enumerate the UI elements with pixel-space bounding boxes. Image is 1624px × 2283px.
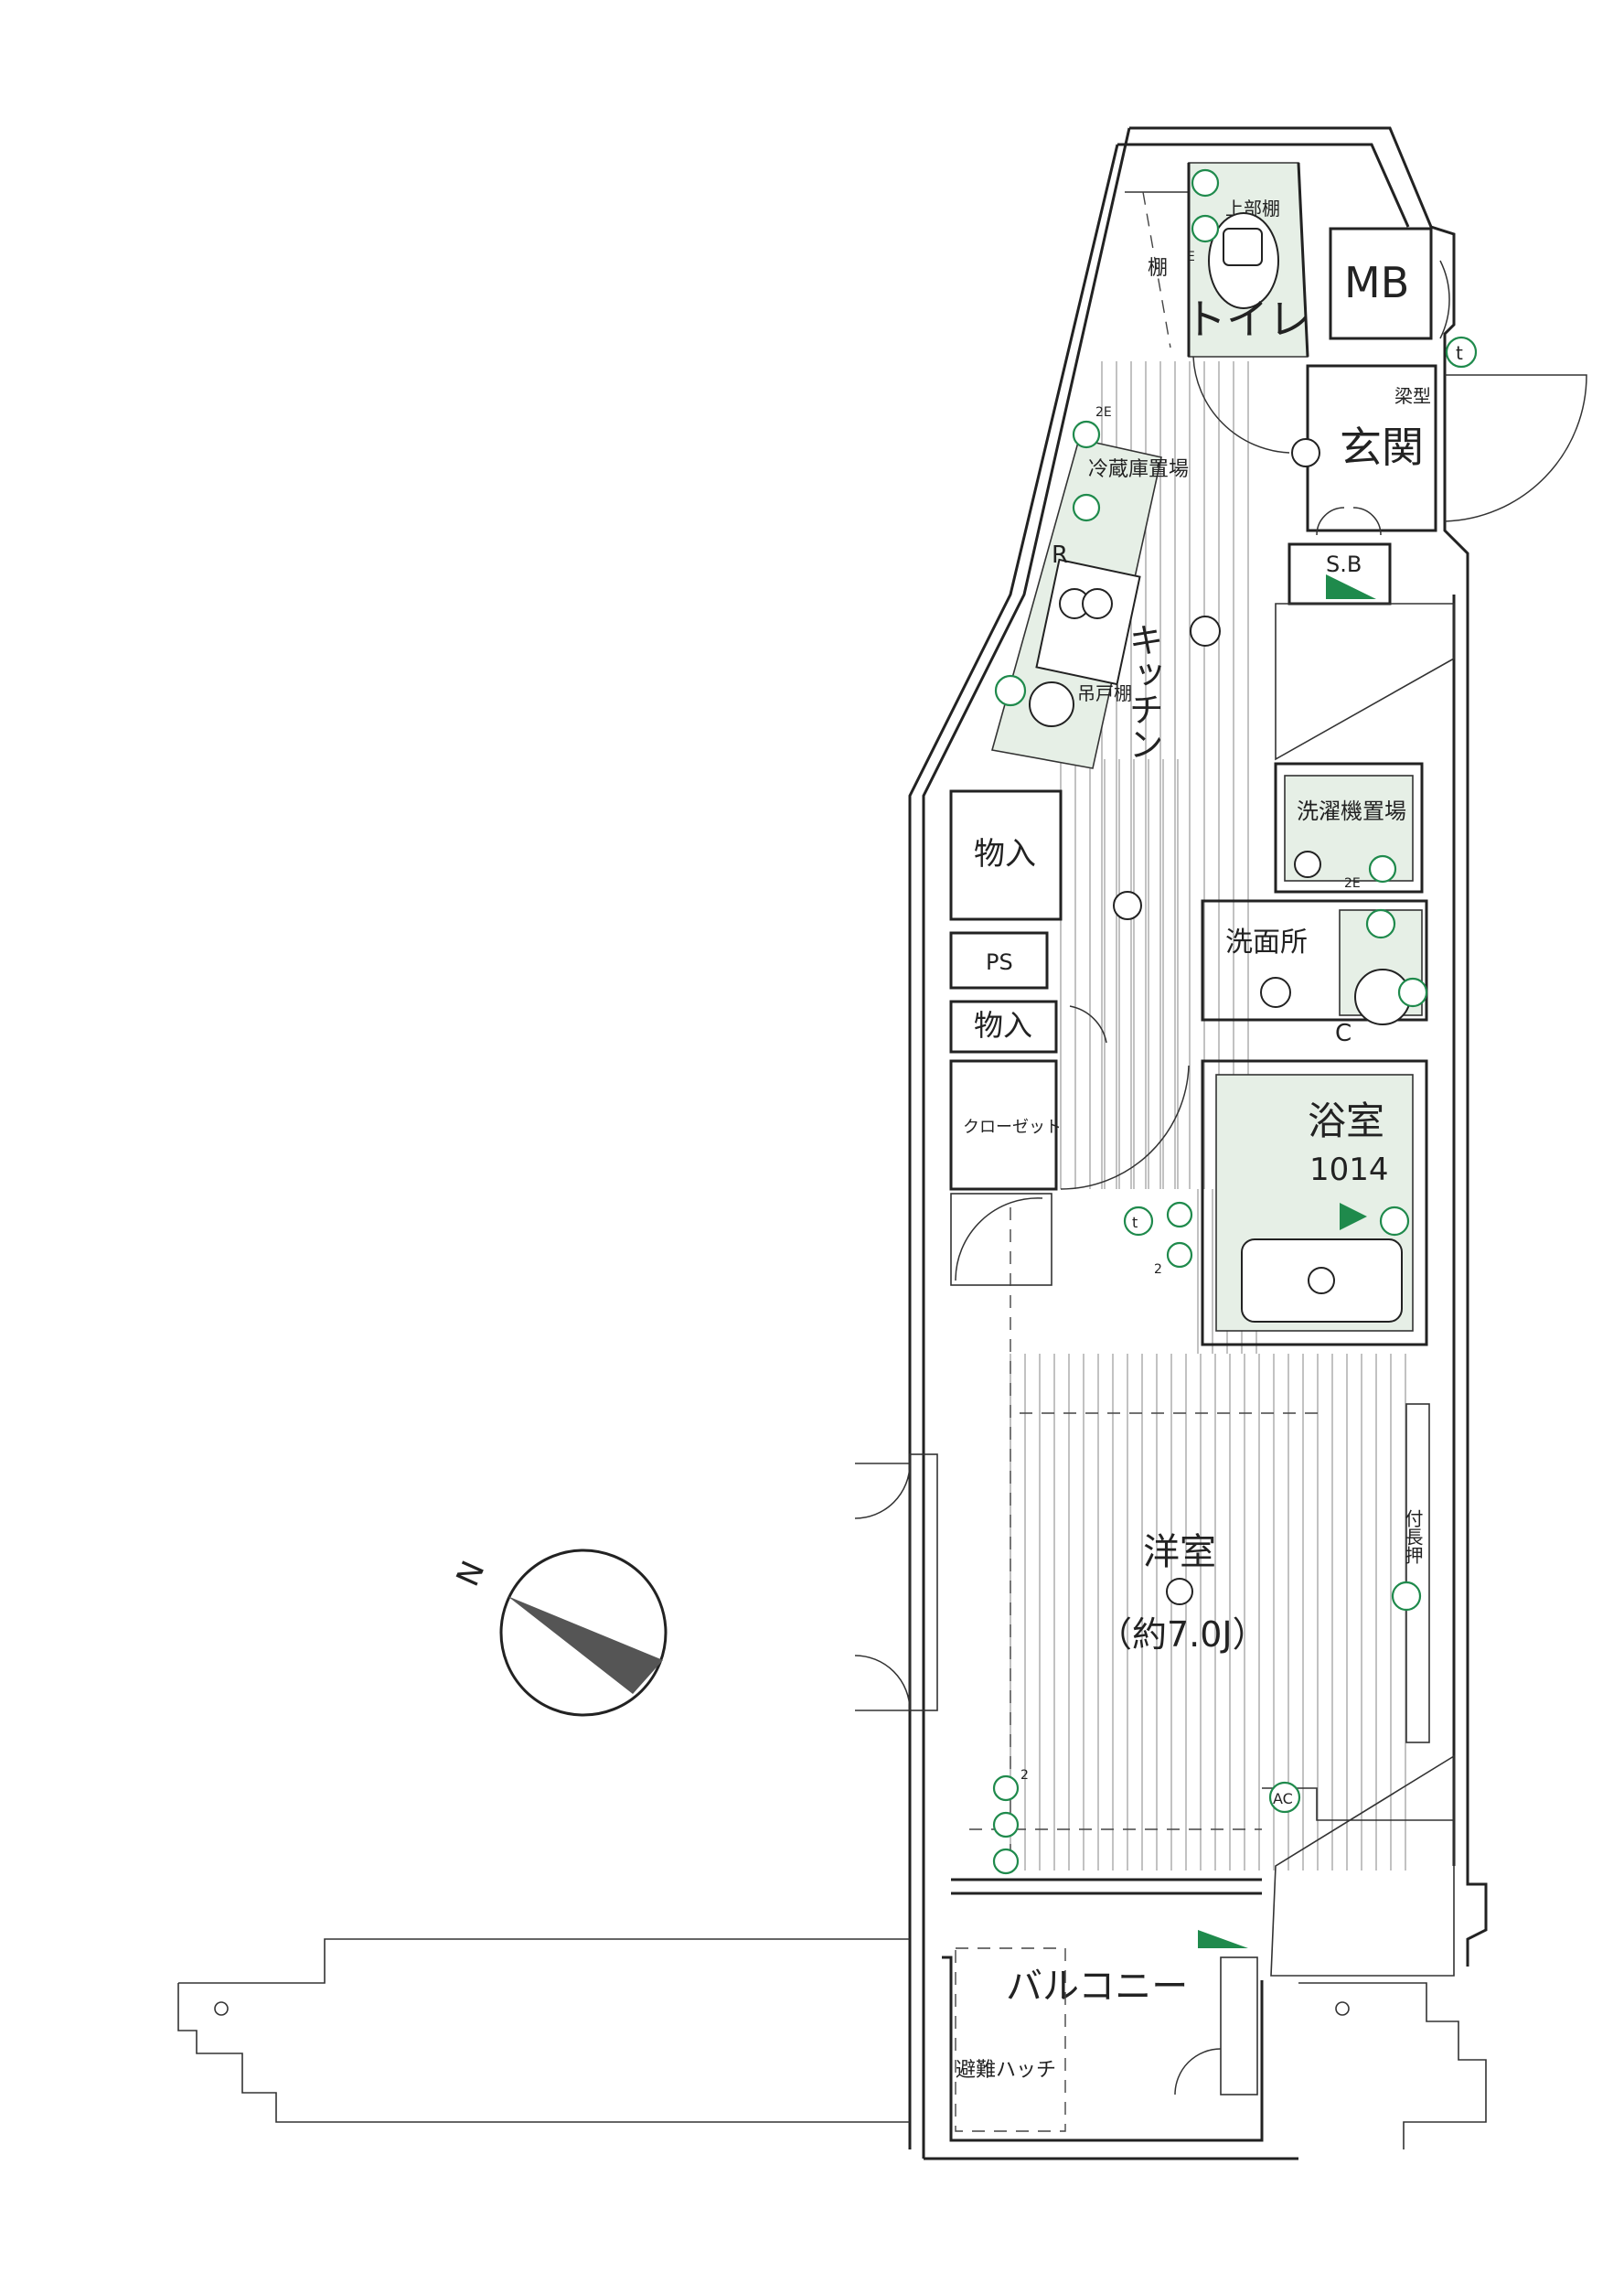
- western-room: 洋室 （約7.0J） 付長押 AC: [969, 1207, 1454, 1866]
- closet-label: クローゼット: [963, 1118, 1062, 1137]
- bath-size-label: 1014: [1309, 1152, 1389, 1188]
- entrance-room: 玄関 梁型: [1291, 364, 1587, 532]
- shoe-box: S.B: [1287, 507, 1392, 606]
- hood-label: 吊戸棚: [1077, 682, 1132, 704]
- kitchen-label: キッチン: [1123, 622, 1163, 761]
- west-storage: 物入 PS 物入 クローゼット: [949, 789, 1190, 1286]
- toilet-room: 棚 上部棚 トイレ: [1125, 162, 1310, 454]
- washer-label: 洗濯機置場: [1297, 799, 1406, 824]
- western-size-label: （約7.0J）: [1097, 1614, 1267, 1655]
- outlet-2-balcony: 2: [1020, 1768, 1029, 1783]
- ps-label: PS: [986, 949, 1013, 975]
- built-in-label: 付長押: [1402, 1509, 1424, 1564]
- north-arrow-icon: [508, 1596, 663, 1694]
- west-windows: [854, 1453, 938, 1711]
- outer-walls: [908, 126, 1488, 2160]
- washroom-label: 洗面所: [1225, 927, 1308, 959]
- c-mark: C: [1335, 1020, 1352, 1047]
- electrical-symbols: E 2E 2E t 2 2: [992, 168, 1428, 1875]
- storage1-label: 物入: [974, 836, 1036, 873]
- corridor-outline: [177, 1938, 1487, 2149]
- balcony-label: バルコニー: [1006, 1966, 1188, 2008]
- r-mark: R: [1052, 541, 1068, 569]
- outlet-2e-fridge: 2E: [1095, 405, 1112, 420]
- t-mark-mb: t: [1456, 342, 1463, 364]
- outlet-2e-washer: 2E: [1344, 876, 1361, 891]
- outlet-e-toilet: E: [1187, 250, 1195, 264]
- north-compass: N: [450, 1549, 668, 1717]
- washer-area: 洗濯機置場: [1274, 762, 1424, 894]
- outlet-2-room: 2: [1154, 1262, 1162, 1277]
- ac-mark: AC: [1273, 1790, 1293, 1807]
- mb-room: MB t: [1329, 227, 1478, 369]
- western-room-label: 洋室: [1143, 1531, 1216, 1573]
- shoe-box-label: S.B: [1326, 552, 1362, 577]
- t-mark-room: t: [1132, 1214, 1138, 1231]
- entrance-label: 玄関: [1340, 423, 1424, 472]
- hatch-label: 避難ハッチ: [956, 2059, 1056, 2082]
- beam-label: 梁型: [1394, 385, 1431, 407]
- storage2-label: 物入: [974, 1008, 1032, 1043]
- kitchen-counter: 冷蔵庫置場 R 吊戸棚 キッチン: [990, 438, 1221, 769]
- fridge-label: 冷蔵庫置場: [1088, 458, 1189, 481]
- toilet-label: トイレ: [1184, 295, 1310, 344]
- north-label: N: [450, 1556, 493, 1592]
- bath-room: 浴室 1014: [1201, 1059, 1428, 1346]
- bath-label: 浴室: [1308, 1099, 1384, 1143]
- shelf-label: 棚: [1148, 257, 1168, 280]
- balcony: バルコニー 避難ハッチ: [955, 1930, 1258, 2132]
- mb-label: MB: [1344, 258, 1409, 307]
- east-shaft: [1270, 603, 1455, 1977]
